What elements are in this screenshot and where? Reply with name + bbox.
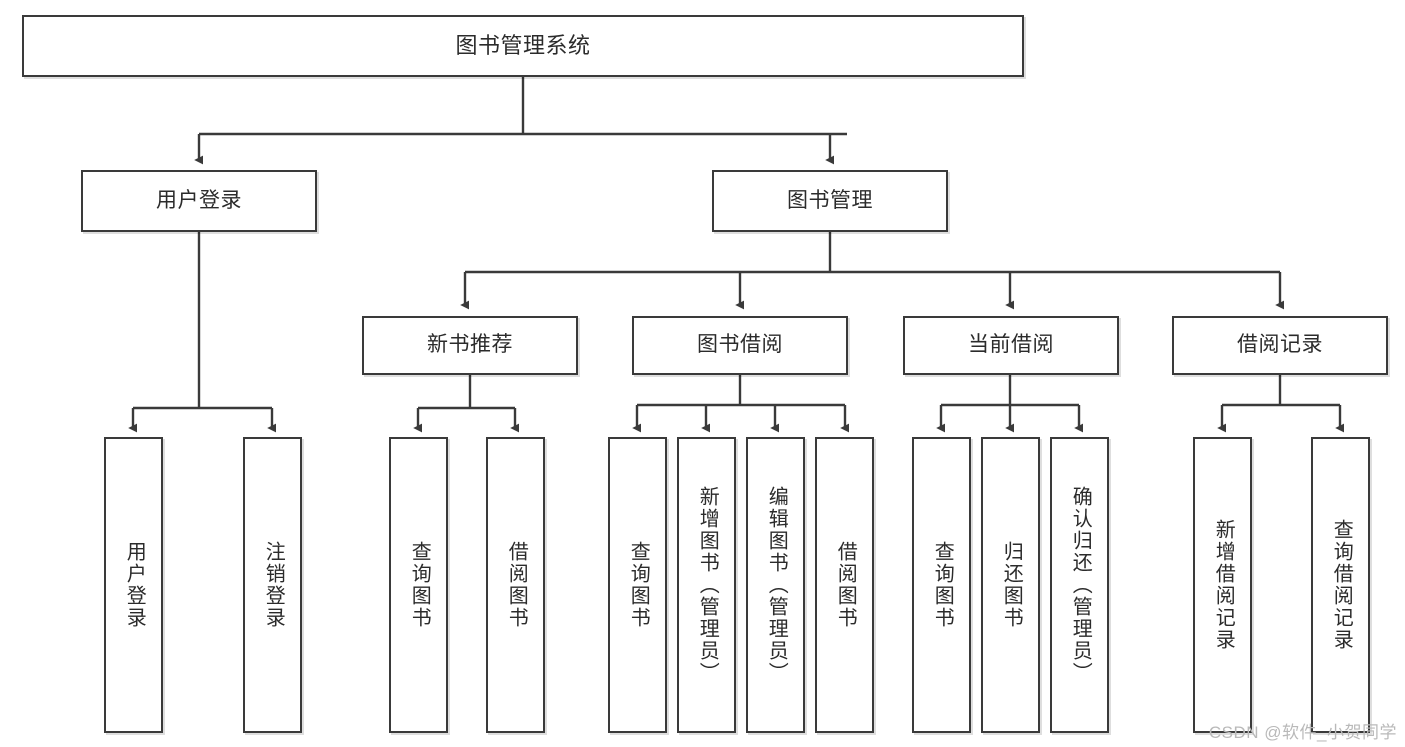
leaf-current-borrow-query[interactable]: 查询图书 bbox=[912, 437, 971, 733]
node-root[interactable]: 图书管理系统 bbox=[22, 15, 1024, 77]
node-new-book-recommend[interactable]: 新书推荐 bbox=[362, 316, 578, 375]
node-current-borrow-label: 当前借阅 bbox=[968, 333, 1054, 357]
node-book-borrow-label: 图书借阅 bbox=[697, 333, 783, 357]
leaf-label: 查询借阅记录 bbox=[1330, 519, 1353, 651]
leaf-label: 编辑图书（管理员） bbox=[765, 486, 788, 684]
leaf-user-login-login[interactable]: 用户登录 bbox=[104, 437, 163, 733]
node-book-borrow[interactable]: 图书借阅 bbox=[632, 316, 848, 375]
leaf-current-borrow-return[interactable]: 归还图书 bbox=[981, 437, 1040, 733]
leaf-label: 新增图书（管理员） bbox=[696, 486, 719, 684]
node-current-borrow[interactable]: 当前借阅 bbox=[903, 316, 1119, 375]
node-new-book-recommend-label: 新书推荐 bbox=[427, 333, 513, 357]
leaf-label: 注销登录 bbox=[262, 541, 285, 629]
leaf-book-borrow-borrow[interactable]: 借阅图书 bbox=[815, 437, 874, 733]
node-borrow-record-label: 借阅记录 bbox=[1237, 333, 1323, 357]
leaf-new-book-query[interactable]: 查询图书 bbox=[389, 437, 448, 733]
watermark-text: CSDN @软件_小贺同学 bbox=[1208, 723, 1397, 742]
node-borrow-record[interactable]: 借阅记录 bbox=[1172, 316, 1388, 375]
leaf-label: 查询图书 bbox=[627, 541, 650, 629]
leaf-label: 用户登录 bbox=[123, 541, 146, 629]
node-user-login-label: 用户登录 bbox=[156, 188, 242, 212]
leaf-label: 借阅图书 bbox=[505, 541, 528, 629]
leaf-user-login-logout[interactable]: 注销登录 bbox=[243, 437, 302, 733]
leaf-label: 借阅图书 bbox=[834, 541, 857, 629]
leaf-book-borrow-query[interactable]: 查询图书 bbox=[608, 437, 667, 733]
node-book-management-label: 图书管理 bbox=[787, 188, 873, 212]
node-book-management[interactable]: 图书管理 bbox=[712, 170, 948, 232]
leaf-current-borrow-confirm-return[interactable]: 确认归还（管理员） bbox=[1050, 437, 1109, 733]
leaf-label: 查询图书 bbox=[931, 541, 954, 629]
node-root-label: 图书管理系统 bbox=[455, 33, 591, 59]
leaf-label: 新增借阅记录 bbox=[1212, 519, 1235, 651]
leaf-label: 查询图书 bbox=[408, 541, 431, 629]
leaf-book-borrow-add[interactable]: 新增图书（管理员） bbox=[677, 437, 736, 733]
node-user-login[interactable]: 用户登录 bbox=[81, 170, 317, 232]
leaf-new-book-borrow[interactable]: 借阅图书 bbox=[486, 437, 545, 733]
leaf-borrow-record-query[interactable]: 查询借阅记录 bbox=[1311, 437, 1370, 733]
leaf-label: 归还图书 bbox=[1000, 541, 1023, 629]
leaf-label: 确认归还（管理员） bbox=[1069, 486, 1092, 684]
leaf-borrow-record-add[interactable]: 新增借阅记录 bbox=[1193, 437, 1252, 733]
leaf-book-borrow-edit[interactable]: 编辑图书（管理员） bbox=[746, 437, 805, 733]
